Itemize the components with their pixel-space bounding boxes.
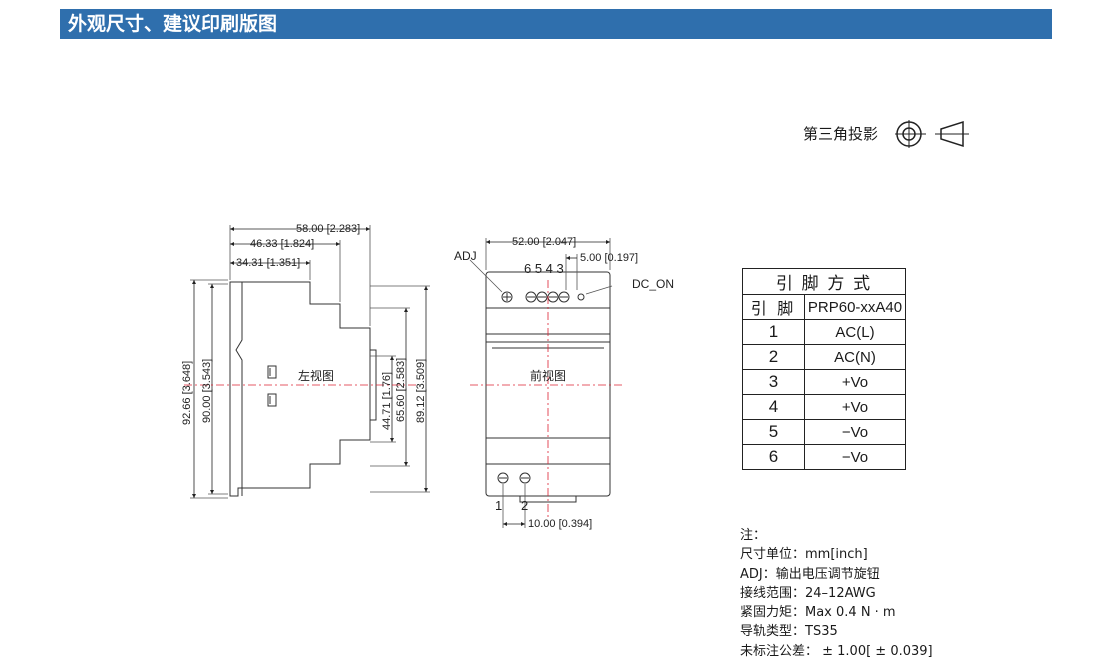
note-line: 紧固力矩：Max 0.4 N · m — [740, 605, 896, 621]
func-cell: +Vo — [804, 394, 906, 420]
dim-left-height-44: 44.71 [1.76] — [381, 372, 393, 430]
pin-cell: 6 — [742, 444, 805, 470]
func-cell: AC(N) — [804, 344, 906, 370]
table-row: 4+Vo — [742, 394, 906, 420]
pin-cell: 3 — [742, 369, 805, 395]
pin-cell: 4 — [742, 394, 805, 420]
pin-cell: 2 — [742, 344, 805, 370]
note-line: 注： — [740, 528, 767, 543]
left-view-label: 左视图 — [298, 368, 334, 383]
table-row: 6−Vo — [742, 444, 906, 470]
section-header: 外观尺寸、建议印刷版图 — [60, 9, 1052, 39]
func-cell: −Vo — [804, 419, 906, 445]
adj-label: ADJ — [454, 249, 477, 263]
dimension-drawing: 58.00 [2.283] 46.33 [1.824] 34.31 [1.351… — [181, 223, 674, 530]
note-line: 导轨类型：TS35 — [740, 624, 838, 640]
dim-front-pitch-10: 10.00 [0.394] — [528, 518, 592, 530]
dim-left-height-89: 89.12 [3.509] — [415, 359, 427, 423]
note-line: ADJ：输出电压调节旋钮 — [740, 566, 880, 582]
third-angle-projection-symbol — [895, 120, 969, 148]
func-cell: +Vo — [804, 369, 906, 395]
pin-cell: 1 — [742, 319, 805, 345]
dim-left-width-58: 58.00 [2.283] — [296, 223, 360, 235]
func-cell: −Vo — [804, 444, 906, 470]
note-line: 尺寸单位：mm[inch] — [740, 547, 868, 563]
dim-left-width-34: 34.31 [1.351] — [236, 257, 300, 269]
note-line: 未标注公差： ± 1.00[ ± 0.039] — [740, 643, 933, 659]
notes-block: 注： 尺寸单位：mm[inch] ADJ：输出电压调节旋钮 接线范围：24–12… — [740, 526, 933, 661]
section-title: 外观尺寸、建议印刷版图 — [68, 13, 278, 35]
pin-table-title: 引 脚 方 式 — [742, 268, 906, 295]
dim-left-height-90: 90.00 [3.543] — [201, 359, 213, 423]
front-view-label: 前视图 — [530, 368, 566, 383]
dim-front-offset-5: 5.00 [0.197] — [580, 252, 638, 264]
dim-front-width-52: 52.00 [2.047] — [512, 236, 576, 248]
projection-label: 第三角投影 — [803, 125, 879, 143]
dc-on-label: DC_ON — [632, 277, 674, 291]
pin-2-label: 2 — [521, 498, 528, 513]
dim-left-width-46: 46.33 [1.824] — [250, 238, 314, 250]
top-pin-numbers: 6 5 4 3 — [524, 261, 564, 276]
table-row: 5−Vo — [742, 419, 906, 445]
pin-cell: 5 — [742, 419, 805, 445]
pin-1-label: 1 — [495, 498, 502, 513]
pin-table-col-model: PRP60-xxA40 — [804, 294, 906, 320]
note-line: 接线范围：24–12AWG — [740, 585, 876, 601]
front-terminals — [497, 291, 585, 484]
pin-table-col-pin: 引 脚 — [742, 294, 805, 320]
left-view-outline — [229, 281, 377, 497]
dim-left-height-92: 92.66 [3.648] — [181, 361, 193, 425]
table-row: 3+Vo — [742, 369, 906, 395]
func-cell: AC(L) — [804, 319, 906, 345]
dim-left-height-65: 65.60 [2.583] — [395, 358, 407, 422]
